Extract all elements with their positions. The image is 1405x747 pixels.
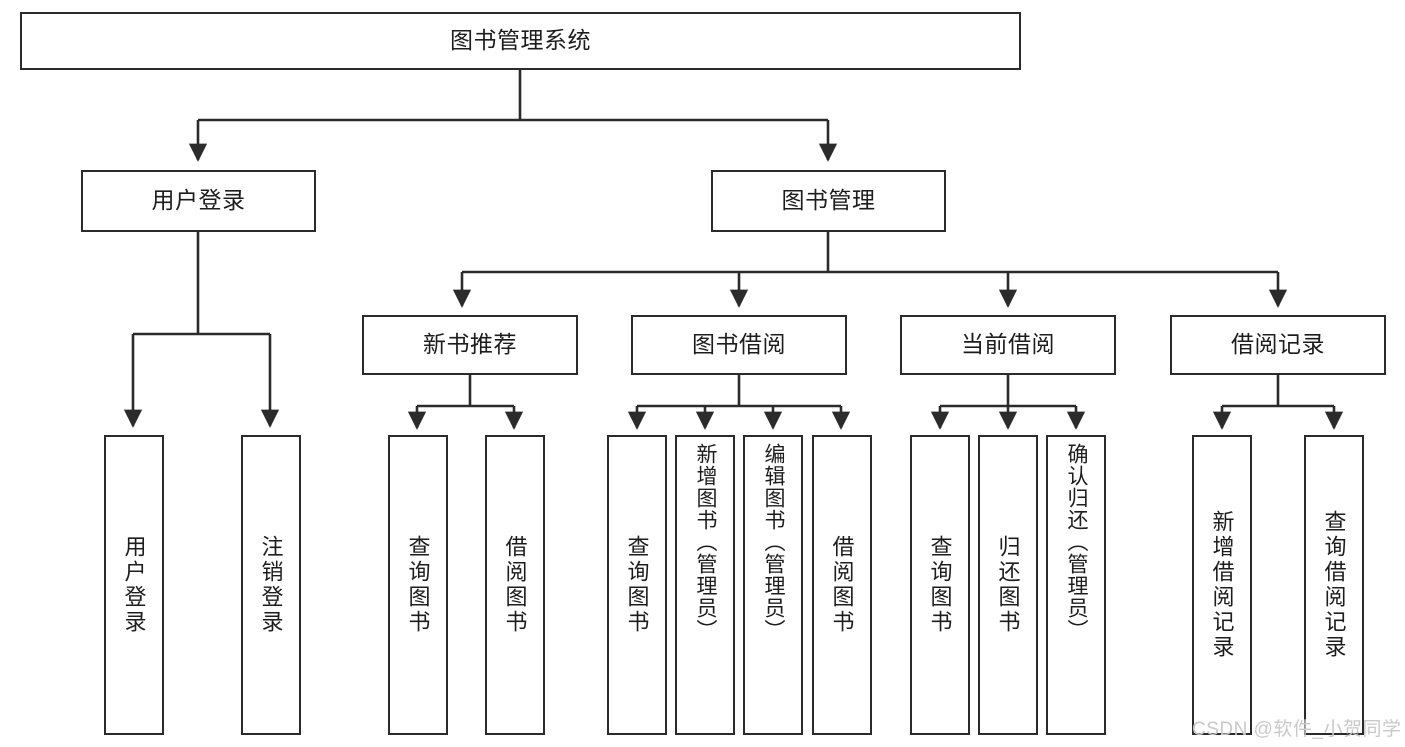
node-label: 查询图书 xyxy=(405,535,431,635)
node-label: 用户登录 xyxy=(151,187,246,214)
node-label: 新书推荐 xyxy=(423,331,517,358)
leaf-new-book-borrow[interactable]: 借阅图书 xyxy=(485,435,545,735)
leaf-return-book[interactable]: 归还图书 xyxy=(978,435,1038,735)
node-label: 新增借阅记录 xyxy=(1209,510,1235,660)
node-current-borrow[interactable]: 当前借阅 xyxy=(900,315,1116,375)
leaf-borrow-query-book[interactable]: 查询图书 xyxy=(607,435,667,735)
node-label: 确认归还（管理员） xyxy=(1065,443,1089,641)
node-label: 图书借阅 xyxy=(692,331,786,358)
node-label: 图书管理系统 xyxy=(450,27,591,54)
leaf-add-borrow-record[interactable]: 新增借阅记录 xyxy=(1192,435,1252,735)
node-root-book-management-system[interactable]: 图书管理系统 xyxy=(20,12,1021,70)
node-label: 注销登录 xyxy=(258,535,284,635)
node-label: 新增图书（管理员） xyxy=(694,443,718,641)
node-label: 编辑图书（管理员） xyxy=(762,443,786,641)
leaf-current-query-book[interactable]: 查询图书 xyxy=(910,435,970,735)
watermark: CSDN @软件_小贺同学 xyxy=(1192,719,1402,740)
node-label: 查询图书 xyxy=(624,535,650,635)
leaf-new-book-query[interactable]: 查询图书 xyxy=(388,435,448,735)
node-book-borrow[interactable]: 图书借阅 xyxy=(631,315,847,375)
node-label: 借阅记录 xyxy=(1231,331,1325,358)
node-label: 借阅图书 xyxy=(502,535,528,635)
leaf-borrow-book[interactable]: 借阅图书 xyxy=(812,435,872,735)
node-label: 查询借阅记录 xyxy=(1321,510,1347,660)
node-label: 当前借阅 xyxy=(961,331,1055,358)
node-label: 归还图书 xyxy=(995,535,1021,635)
node-borrow-record[interactable]: 借阅记录 xyxy=(1170,315,1386,375)
leaf-edit-book-admin[interactable]: 编辑图书（管理员） xyxy=(743,435,803,735)
leaf-logout[interactable]: 注销登录 xyxy=(241,435,301,735)
node-label: 图书管理 xyxy=(781,187,876,214)
node-label: 查询图书 xyxy=(927,535,953,635)
leaf-query-borrow-record[interactable]: 查询借阅记录 xyxy=(1304,435,1364,735)
node-user-login[interactable]: 用户登录 xyxy=(81,170,316,232)
node-label: 用户登录 xyxy=(121,535,147,635)
node-book-management[interactable]: 图书管理 xyxy=(711,170,946,232)
leaf-user-login[interactable]: 用户登录 xyxy=(104,435,164,735)
node-new-book-recommend[interactable]: 新书推荐 xyxy=(362,315,578,375)
leaf-add-book-admin[interactable]: 新增图书（管理员） xyxy=(675,435,735,735)
leaf-confirm-return-admin[interactable]: 确认归还（管理员） xyxy=(1046,435,1106,735)
node-label: 借阅图书 xyxy=(829,535,855,635)
